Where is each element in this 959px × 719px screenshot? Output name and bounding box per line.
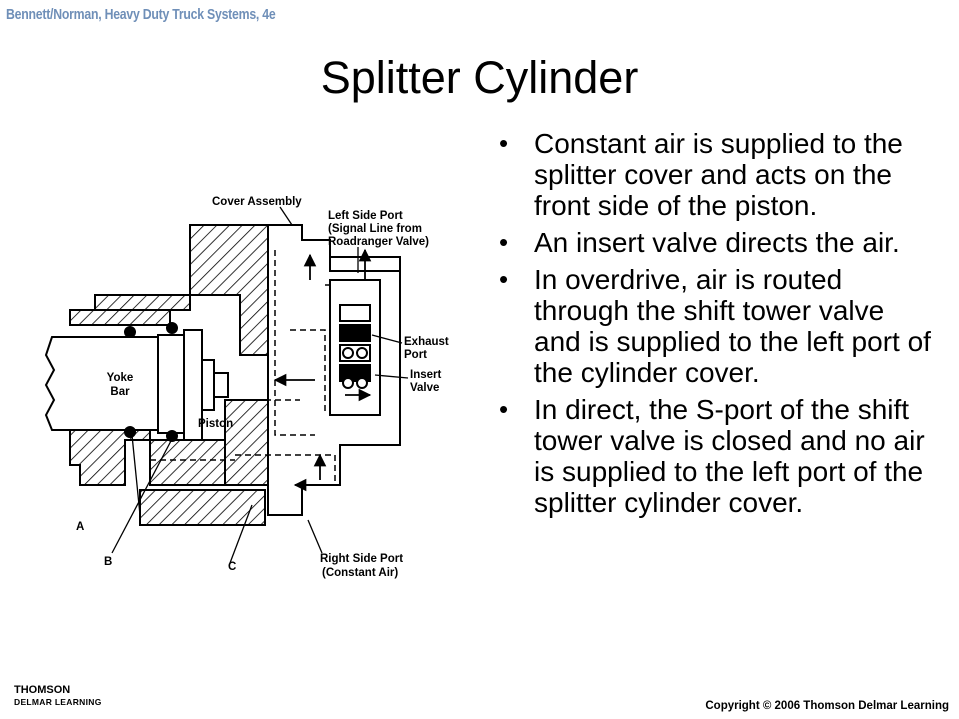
publisher-imprint: DELMAR LEARNING — [14, 697, 102, 707]
insert-valve-label: Insert — [410, 369, 441, 381]
label-b: B — [104, 556, 112, 568]
publisher-logo: THOMSON DELMAR LEARNING — [14, 684, 102, 708]
slide-header: Bennett/Norman, Heavy Duty Truck Systems… — [6, 6, 276, 23]
bullet-text: In overdrive, air is routed through the … — [534, 264, 931, 388]
bullet-text: An insert valve directs the air. — [534, 227, 900, 258]
exhaust-port-label: Port — [404, 349, 427, 361]
right-side-port-label: Right Side Port — [320, 553, 403, 565]
bullet-item: • In overdrive, air is routed through the… — [493, 264, 933, 388]
diagram-labels: Cover Assembly Left Side Port (Signal Li… — [76, 196, 449, 579]
bullet-item: • Constant air is supplied to the splitte… — [493, 128, 933, 221]
insert-valve — [329, 279, 381, 416]
air-flow-arrows — [273, 248, 372, 492]
label-c: C — [228, 561, 236, 573]
publisher-name: THOMSON — [14, 684, 71, 696]
left-side-port-label: Roadranger Valve) — [328, 236, 429, 248]
piston-label: Piston — [198, 418, 233, 430]
bullet-text: Constant air is supplied to the splitter… — [534, 128, 903, 221]
yoke-bar: Yoke Bar — [44, 336, 159, 431]
exhaust-port-label: Exhaust — [404, 336, 449, 348]
label-a: A — [76, 521, 84, 533]
left-side-port-label: Left Side Port — [328, 210, 403, 222]
cover-assembly-label: Cover Assembly — [212, 196, 302, 208]
piston — [124, 322, 229, 442]
yoke-bar-label: Bar — [110, 386, 130, 398]
bullet-item: • In direct, the S-port of the shift towe… — [493, 394, 933, 518]
bullet-glyph: • — [499, 227, 509, 257]
insert-valve-label: Valve — [410, 382, 439, 394]
copyright-notice: Copyright © 2006 Thomson Delmar Learning — [705, 700, 949, 712]
left-side-port-label: (Signal Line from — [328, 223, 422, 235]
yoke-bar-label: Yoke — [107, 372, 134, 384]
bullet-glyph: • — [499, 264, 509, 294]
bullet-list: • Constant air is supplied to the splitte… — [493, 128, 933, 524]
bullet-glyph: • — [499, 394, 509, 424]
splitter-cylinder-diagram: Yoke Bar Piston — [44, 196, 449, 579]
bullet-glyph: • — [499, 128, 509, 158]
bullet-text: In direct, the S-port of the shift tower… — [534, 394, 925, 518]
slide-title: Splitter Cylinder — [320, 52, 639, 103]
bullet-item: • An insert valve directs the air. — [493, 227, 933, 258]
leader-lines — [111, 206, 409, 564]
right-side-port-label: (Constant Air) — [322, 567, 398, 579]
